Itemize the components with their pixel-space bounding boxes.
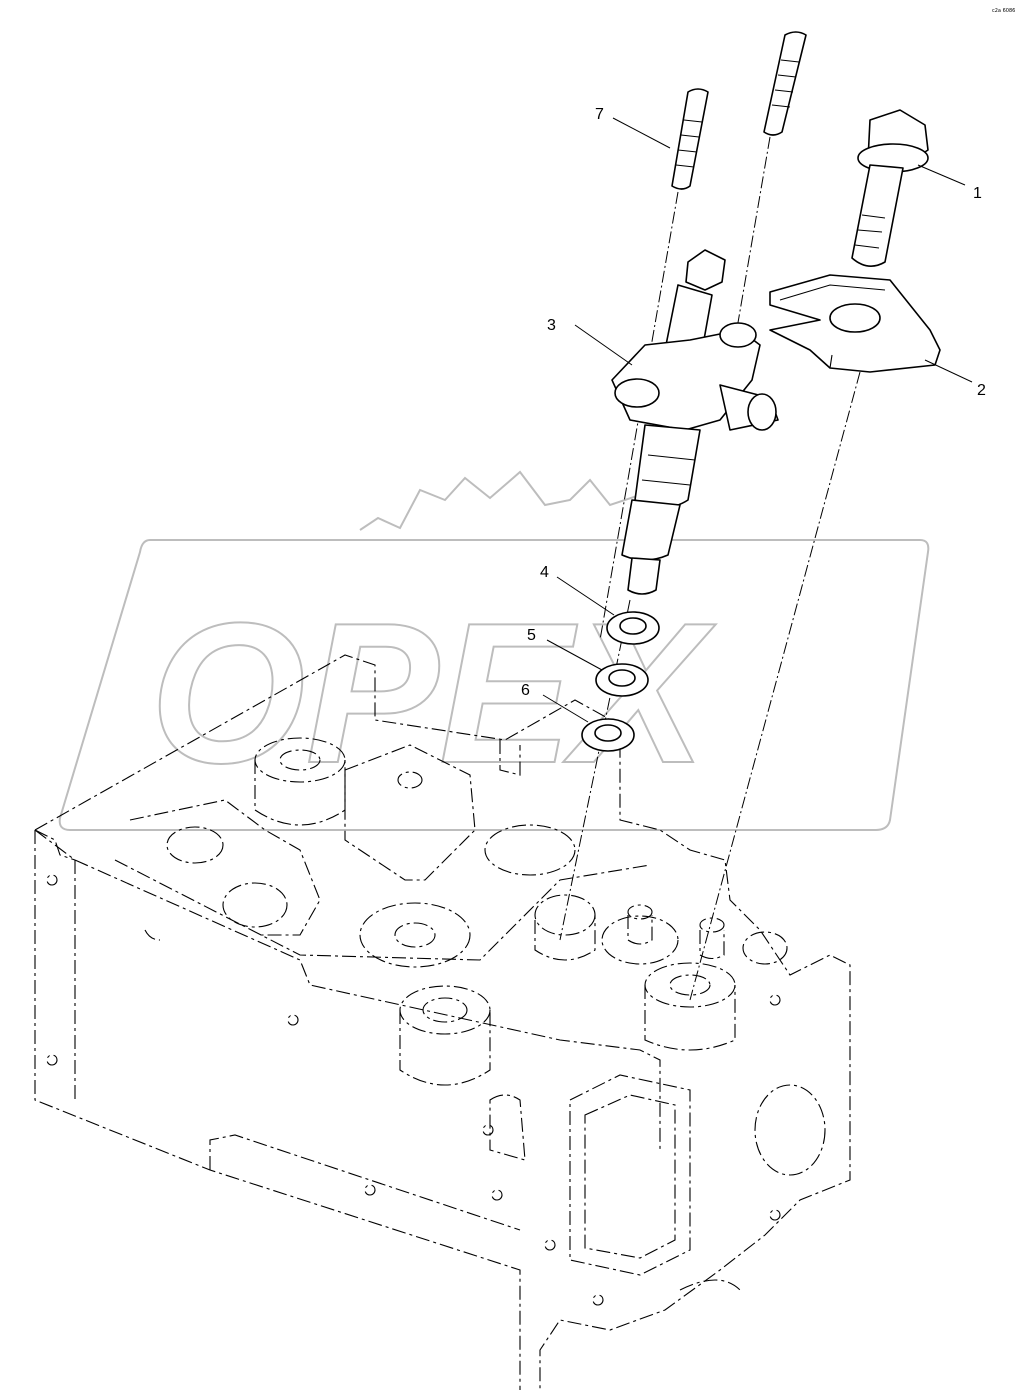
reference-code: c2a 6086 [992, 8, 1015, 14]
washer-5 [595, 663, 649, 697]
stud-7 [671, 88, 709, 190]
flange-bolt-1 [851, 109, 929, 267]
stud-7-second [763, 31, 807, 136]
callout-1: 1 [973, 185, 982, 202]
injector-3 [611, 249, 779, 595]
callout-labels: 1 2 3 4 5 6 7 [521, 106, 986, 699]
watermark-logo: OPEX [58, 470, 930, 831]
washer-4 [606, 611, 660, 645]
callout-6: 6 [521, 682, 530, 699]
callout-3: 3 [547, 317, 556, 334]
callout-5: 5 [527, 627, 536, 644]
washer-6 [581, 718, 635, 752]
leader-lines [542, 117, 973, 723]
clamp-2 [769, 274, 941, 373]
callout-7: 7 [595, 106, 604, 123]
callout-2: 2 [977, 382, 986, 399]
callout-4: 4 [540, 564, 549, 581]
